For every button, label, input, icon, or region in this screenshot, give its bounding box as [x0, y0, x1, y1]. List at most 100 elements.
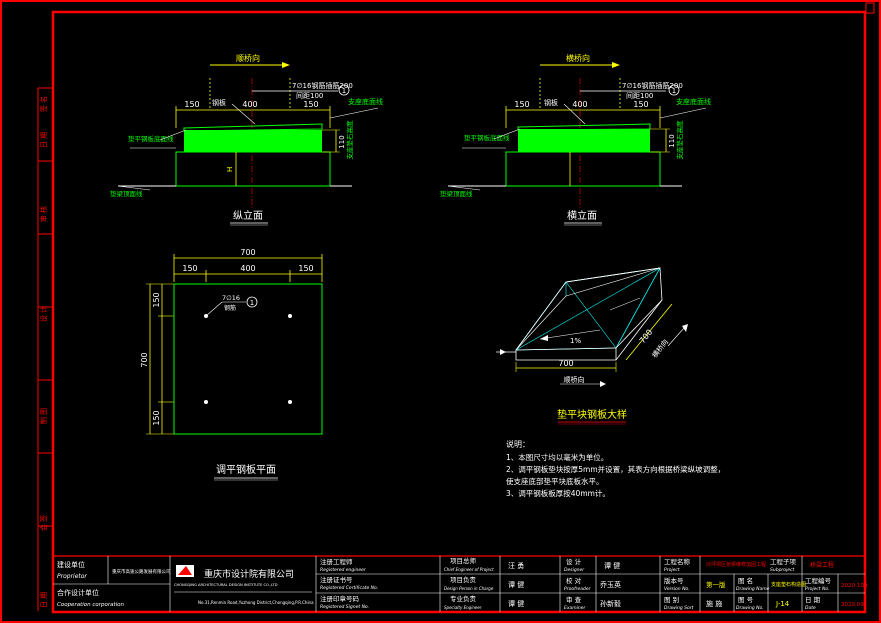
- tb-sheet-no-label: 图 号: [738, 596, 754, 604]
- tb-coop-label-en: Cooperation corporation: [57, 602, 125, 608]
- tb-project-label: 工程名称: [664, 557, 691, 566]
- tb-owner-label-en: Proprietor: [57, 573, 87, 580]
- trans-rebar: 7∅16钢筋插筋200: [622, 81, 683, 90]
- tb-sheet-no-value: J-14: [775, 600, 790, 608]
- tb-pl-name: 谭 健: [508, 580, 524, 589]
- detail-slope: 1%: [570, 337, 581, 345]
- tb-drawing-name-label: 图 名: [738, 576, 753, 585]
- plan-rebar-num: 1: [250, 299, 254, 307]
- plan-hole: [288, 400, 292, 404]
- trans-top-label: 支座底面线: [676, 97, 711, 106]
- trans-rebar-sub: 间距100: [626, 92, 653, 100]
- long-dim-400: 400: [242, 100, 257, 109]
- tb-pl: 项目负责: [450, 575, 477, 584]
- long-direction: 顺桥向: [236, 53, 260, 63]
- side-label-4: 设 计: [39, 306, 48, 322]
- tb-address: No.31,Renmin Road,Yuzhong District,Chong…: [198, 600, 314, 605]
- long-height-dim: 110: [338, 135, 346, 148]
- tb-subproject-value: 桥梁工程: [810, 561, 834, 569]
- notes-line-4: 3、调平钢板板厚按40mm计。: [506, 488, 610, 498]
- plan-rebar-sub: 钢筋: [224, 304, 236, 312]
- trans-dim-400: 400: [572, 100, 587, 109]
- tb-checker-name: 乔玉英: [600, 580, 621, 589]
- view-plan: 700 150 400 150 150 700 150 7∅16 钢筋 1 调平…: [140, 248, 323, 481]
- tb-project-no-value: 2020-109: [841, 583, 868, 589]
- plan-dim-total: 700: [240, 248, 255, 257]
- tb-owner-value: 重庆市高速公路发展有限公司: [112, 568, 171, 575]
- long-plate-label: 钢板: [212, 98, 226, 107]
- trans-dim-150b: 150: [633, 100, 648, 109]
- trans-direction: 横桥向: [566, 53, 590, 63]
- long-bottom-label: 垫梁顶面线: [110, 189, 143, 198]
- detail-title: 垫平块钢板大样: [557, 408, 627, 421]
- tb-date-label-en: Date: [805, 605, 816, 611]
- tb-sp: 专业负责: [450, 594, 477, 603]
- tb-sp-name: 谭 健: [508, 599, 524, 608]
- side-label-5: 制 图: [39, 408, 48, 424]
- tb-reg-seal-en: Registered Signet No.: [320, 604, 369, 610]
- tb-reg-engineer-en: Registered engineer: [320, 567, 367, 573]
- plan-dim-150b: 150: [298, 264, 313, 273]
- long-dim-150b: 150: [303, 100, 318, 109]
- tb-reg-cert: 注册证书号: [320, 575, 353, 584]
- tb-stage-label-en: Drawing Sort: [664, 605, 694, 611]
- long-left-label: 垫平钢板底面线: [128, 134, 174, 143]
- long-concrete-block: [184, 130, 322, 152]
- long-rebar-sub: 间距100: [296, 92, 323, 100]
- tb-version-value: 第一版: [706, 580, 726, 589]
- tb-sp-en: Specialty Engineer: [444, 605, 482, 610]
- tb-drawing-name-label-en: Drawing Name: [736, 586, 770, 592]
- tb-version-label-en: Version No.: [664, 586, 690, 592]
- notes-line-3: 使支座底部垫平块底板水平。: [506, 476, 604, 486]
- tb-subproject-label: 工程子项: [770, 557, 797, 566]
- side-label-2: 日 期: [40, 132, 48, 148]
- plan-hole: [288, 314, 292, 318]
- tb-stage-value: 施 施: [706, 599, 722, 608]
- plan-vdim-700: 700: [140, 352, 149, 367]
- tb-drawing-name-value: 支座垫石构造图: [771, 581, 806, 588]
- tb-stage-label: 图 别: [664, 595, 679, 604]
- tb-date-label: 日 期: [805, 596, 821, 604]
- plan-rebar: 7∅16: [222, 294, 240, 302]
- view-transverse: 横桥向 7∅16钢筋插筋200 间距100 1 150 400 150 钢板 支…: [440, 53, 711, 226]
- plan-hole: [204, 400, 208, 404]
- tb-owner-label: 建设单位: [57, 560, 85, 569]
- tb-reg-engineer: 注册工程师: [320, 557, 353, 566]
- tb-pl-en: Design Person in Charge: [444, 586, 494, 591]
- tb-reviewer: 审 查: [566, 595, 582, 604]
- plan-dim-150a: 150: [182, 264, 197, 273]
- tb-checker-en: Proofreader: [564, 586, 592, 592]
- trans-left-label: 垫平钢板底面线: [464, 133, 510, 142]
- notes-line-1: 1、本图尺寸均以毫米为单位。: [506, 452, 608, 462]
- inner-frame: [51, 10, 867, 614]
- side-label-1: 签 名: [39, 96, 48, 112]
- long-title: 纵立面: [233, 209, 263, 222]
- notes-line-2: 2、调平钢板垫块按厚5mm并设置，其表方向根据桥梁纵坡调整，: [506, 464, 725, 474]
- trans-title: 横立面: [567, 209, 597, 222]
- long-rebar: 7∅16钢筋插筋200: [292, 81, 353, 90]
- side-label-6: 会 签: [39, 515, 48, 531]
- tb-designer: 设 计: [566, 557, 582, 566]
- tb-reg-seal: 注册印章号码: [320, 594, 360, 603]
- trans-height-label: 支座垫石高度: [675, 120, 684, 160]
- notes-heading: 说明：: [506, 439, 530, 449]
- tb-company: 重庆市设计院有限公司: [204, 568, 294, 580]
- tb-project-no-label: 工程编号: [805, 576, 832, 585]
- trans-rebar-num: 1: [672, 87, 676, 95]
- notes: 说明： 1、本图尺寸均以毫米为单位。 2、调平钢板垫块按厚5mm并设置，其表方向…: [506, 439, 725, 498]
- tb-project-no-label-en: Project No.: [805, 586, 830, 592]
- side-label-7: 日 期: [40, 592, 48, 608]
- view-longitudinal: 顺桥向 7∅16钢筋插筋200 间距100 1 150 400 150 钢板 支…: [110, 53, 383, 226]
- tb-date-value: 2020.09: [841, 602, 864, 608]
- plan-title: 调平钢板平面: [216, 463, 276, 476]
- tb-checker: 校 对: [566, 576, 582, 585]
- tb-project-value: 沙坪坝区桥梁维修加固工程: [706, 561, 766, 568]
- long-top-label: 支座底面线: [348, 97, 383, 106]
- tb-sheet-no-label-en: Drawing No.: [736, 605, 764, 611]
- plan-plate: [173, 283, 323, 435]
- tb-subproject-label-en: Subproject: [770, 567, 795, 573]
- plan-dim-400: 400: [240, 264, 255, 273]
- trans-height-dim: 110: [668, 134, 676, 147]
